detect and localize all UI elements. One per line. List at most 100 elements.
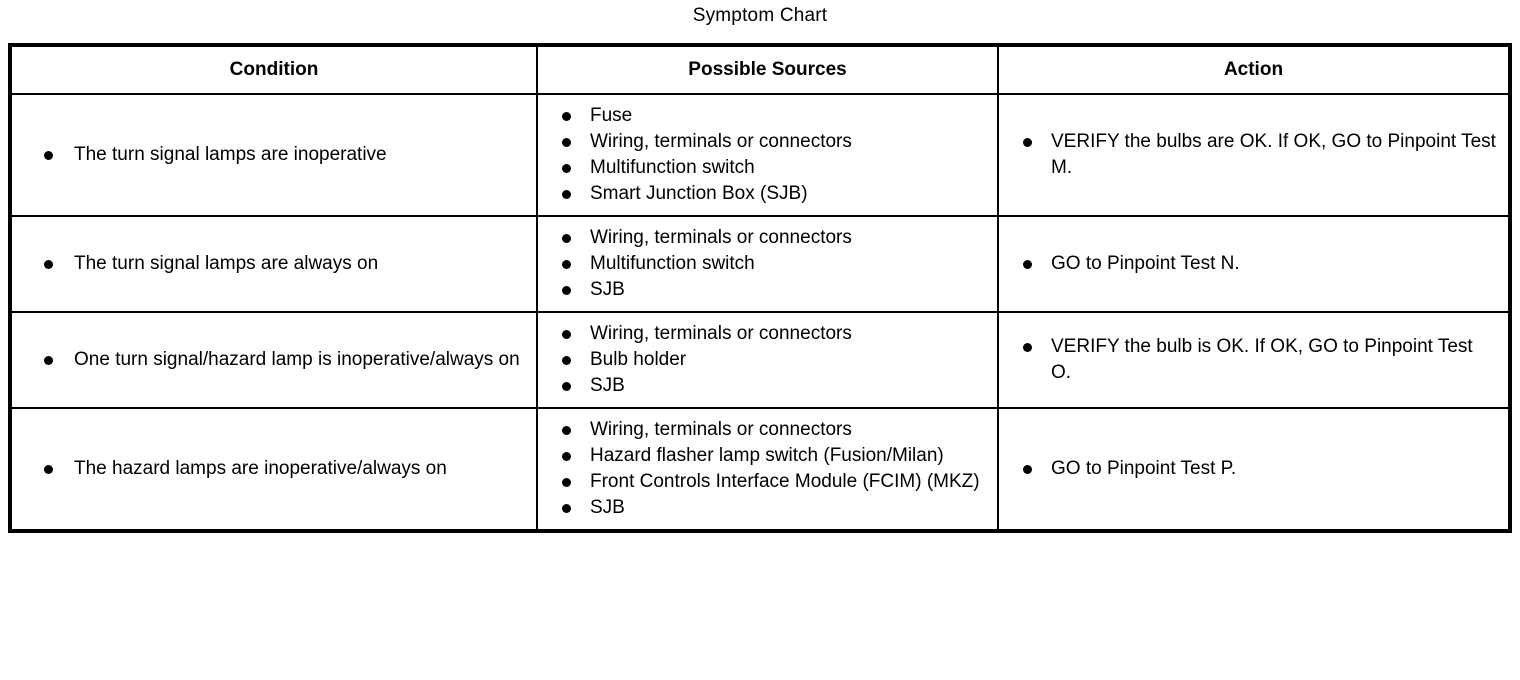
- list-item: Bulb holder: [554, 347, 987, 373]
- bullet-dot-icon: [1023, 138, 1032, 147]
- list-item: Front Controls Interface Module (FCIM) (…: [554, 469, 987, 495]
- list-item: Wiring, terminals or connectors: [554, 225, 987, 251]
- action-bullet-list: VERIFY the bulbs are OK. If OK, GO to Pi…: [1015, 129, 1498, 181]
- table-row: The turn signal lamps are inoperative Fu…: [9, 93, 1511, 217]
- list-item: The turn signal lamps are inoperative: [38, 142, 526, 168]
- list-item: Wiring, terminals or connectors: [554, 417, 987, 443]
- list-item: Multifunction switch: [554, 155, 987, 181]
- bullet-dot-icon: [1023, 465, 1032, 474]
- list-item-label: One turn signal/hazard lamp is inoperati…: [74, 349, 520, 370]
- symptom-chart-table: Condition Possible Sources Action The tu…: [8, 43, 1512, 533]
- list-item-label: Bulb holder: [590, 349, 687, 370]
- list-item: VERIFY the bulbs are OK. If OK, GO to Pi…: [1015, 129, 1498, 181]
- list-item-label: Front Controls Interface Module (FCIM) (…: [590, 471, 980, 492]
- bullet-dot-icon: [562, 382, 571, 391]
- list-item-label: Fuse: [590, 105, 633, 126]
- bullet-dot-icon: [562, 234, 571, 243]
- sources-bullet-list: Fuse Wiring, terminals or connectors Mul…: [554, 103, 987, 207]
- action-bullet-list: GO to Pinpoint Test P.: [1015, 456, 1498, 482]
- list-item: Wiring, terminals or connectors: [554, 129, 987, 155]
- list-item-label: Smart Junction Box (SJB): [590, 183, 808, 204]
- table-body: The turn signal lamps are inoperative Fu…: [9, 93, 1511, 532]
- column-header-condition: Condition: [9, 44, 538, 95]
- list-item-label: Multifunction switch: [590, 157, 755, 178]
- bullet-dot-icon: [562, 286, 571, 295]
- bullet-dot-icon: [562, 112, 571, 121]
- list-item-label: GO to Pinpoint Test N.: [1051, 253, 1240, 274]
- list-item-label: Multifunction switch: [590, 253, 755, 274]
- list-item: SJB: [554, 373, 987, 399]
- cell-condition: The hazard lamps are inoperative/always …: [9, 407, 538, 532]
- symptom-chart-table-wrapper: Condition Possible Sources Action The tu…: [8, 43, 1512, 533]
- cell-possible-sources: Wiring, terminals or connectors Hazard f…: [536, 407, 999, 532]
- cell-action: VERIFY the bulb is OK. If OK, GO to Pinp…: [997, 311, 1511, 409]
- bullet-dot-icon: [44, 260, 53, 269]
- list-item: Smart Junction Box (SJB): [554, 181, 987, 207]
- table-row: One turn signal/hazard lamp is inoperati…: [9, 311, 1511, 409]
- bullet-dot-icon: [1023, 260, 1032, 269]
- cell-possible-sources: Wiring, terminals or connectors Multifun…: [536, 215, 999, 313]
- action-bullet-list: VERIFY the bulb is OK. If OK, GO to Pinp…: [1015, 334, 1498, 386]
- table-header: Condition Possible Sources Action: [9, 44, 1511, 95]
- action-bullet-list: GO to Pinpoint Test N.: [1015, 251, 1498, 277]
- list-item: Wiring, terminals or connectors: [554, 321, 987, 347]
- list-item: GO to Pinpoint Test P.: [1015, 456, 1498, 482]
- sources-bullet-list: Wiring, terminals or connectors Hazard f…: [554, 417, 987, 521]
- cell-condition: The turn signal lamps are inoperative: [9, 93, 538, 217]
- list-item-label: SJB: [590, 375, 625, 396]
- bullet-dot-icon: [562, 138, 571, 147]
- column-header-possible-sources: Possible Sources: [536, 44, 999, 95]
- cell-condition: One turn signal/hazard lamp is inoperati…: [9, 311, 538, 409]
- list-item-label: The turn signal lamps are inoperative: [74, 144, 387, 165]
- cell-possible-sources: Wiring, terminals or connectors Bulb hol…: [536, 311, 999, 409]
- list-item: GO to Pinpoint Test N.: [1015, 251, 1498, 277]
- condition-bullet-list: The turn signal lamps are always on: [38, 251, 526, 277]
- bullet-dot-icon: [562, 190, 571, 199]
- cell-action: GO to Pinpoint Test N.: [997, 215, 1511, 313]
- sources-bullet-list: Wiring, terminals or connectors Bulb hol…: [554, 321, 987, 399]
- cell-condition: The turn signal lamps are always on: [9, 215, 538, 313]
- column-header-action: Action: [997, 44, 1511, 95]
- condition-bullet-list: The turn signal lamps are inoperative: [38, 142, 526, 168]
- bullet-dot-icon: [562, 452, 571, 461]
- bullet-dot-icon: [562, 478, 571, 487]
- table-row: The hazard lamps are inoperative/always …: [9, 407, 1511, 532]
- list-item-label: VERIFY the bulb is OK. If OK, GO to Pinp…: [1051, 336, 1473, 383]
- list-item-label: Wiring, terminals or connectors: [590, 131, 852, 152]
- sources-bullet-list: Wiring, terminals or connectors Multifun…: [554, 225, 987, 303]
- bullet-dot-icon: [44, 151, 53, 160]
- list-item: The turn signal lamps are always on: [38, 251, 526, 277]
- list-item-label: Wiring, terminals or connectors: [590, 323, 852, 344]
- bullet-dot-icon: [562, 164, 571, 173]
- bullet-dot-icon: [562, 426, 571, 435]
- bullet-dot-icon: [562, 260, 571, 269]
- bullet-dot-icon: [562, 356, 571, 365]
- cell-action: GO to Pinpoint Test P.: [997, 407, 1511, 532]
- list-item: SJB: [554, 277, 987, 303]
- list-item-label: The hazard lamps are inoperative/always …: [74, 458, 447, 479]
- bullet-dot-icon: [562, 504, 571, 513]
- list-item-label: Hazard flasher lamp switch (Fusion/Milan…: [590, 445, 944, 466]
- table-header-row: Condition Possible Sources Action: [9, 44, 1511, 95]
- list-item: One turn signal/hazard lamp is inoperati…: [38, 347, 526, 373]
- list-item-label: GO to Pinpoint Test P.: [1051, 458, 1237, 479]
- list-item-label: SJB: [590, 279, 625, 300]
- list-item-label: The turn signal lamps are always on: [74, 253, 379, 274]
- cell-possible-sources: Fuse Wiring, terminals or connectors Mul…: [536, 93, 999, 217]
- list-item-label: VERIFY the bulbs are OK. If OK, GO to Pi…: [1051, 131, 1496, 178]
- list-item: Multifunction switch: [554, 251, 987, 277]
- list-item-label: Wiring, terminals or connectors: [590, 227, 852, 248]
- bullet-dot-icon: [562, 330, 571, 339]
- table-row: The turn signal lamps are always on Wiri…: [9, 215, 1511, 313]
- list-item-label: SJB: [590, 497, 625, 518]
- list-item: SJB: [554, 495, 987, 521]
- page-title: Symptom Chart: [692, 5, 828, 26]
- list-item: VERIFY the bulb is OK. If OK, GO to Pinp…: [1015, 334, 1498, 386]
- condition-bullet-list: One turn signal/hazard lamp is inoperati…: [38, 347, 526, 373]
- cell-action: VERIFY the bulbs are OK. If OK, GO to Pi…: [997, 93, 1511, 217]
- bullet-dot-icon: [44, 356, 53, 365]
- list-item: The hazard lamps are inoperative/always …: [38, 456, 526, 482]
- bullet-dot-icon: [44, 465, 53, 474]
- bullet-dot-icon: [1023, 343, 1032, 352]
